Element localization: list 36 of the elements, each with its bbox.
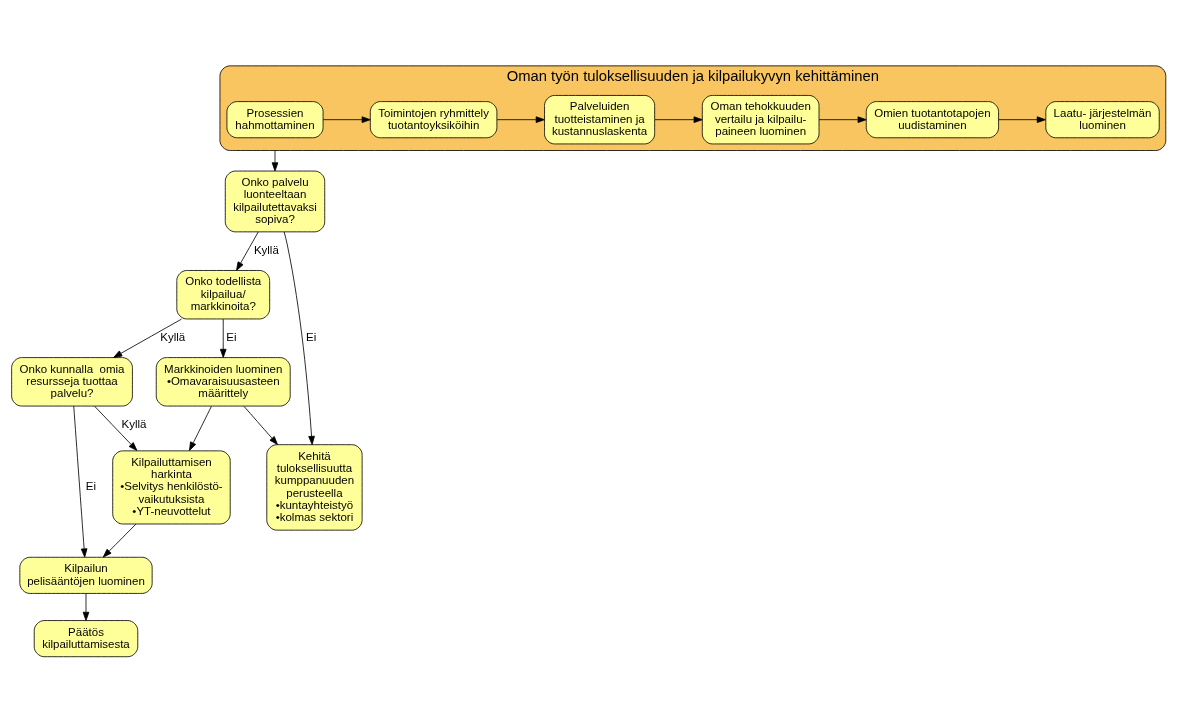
arrow [82, 593, 90, 621]
arrow [102, 523, 137, 558]
edge-label: Kyllä [160, 331, 186, 344]
edge-label: Ei [306, 331, 317, 344]
node-box: Prosessien hahmottaminen [226, 101, 324, 139]
arrow [283, 231, 315, 445]
node-box: Kehitä tuloksellisuutta kumppanuuden perusteella •kuntayhteistyö •kolmas sektori [266, 444, 363, 531]
node-box: Kilpailuttamisen harkinta •Selvitys henkilöstö- vaikutuksista •YT-neuvottelut [112, 450, 231, 525]
node-box: Omien tuotantotapojen uudistaminen [865, 101, 999, 139]
node-box: Onko kunnalla omia resursseja tuottaa palvelu? [11, 357, 133, 407]
arrow [243, 405, 278, 445]
arrow [236, 231, 259, 271]
node-box: Päätös kilpailuttamisesta [33, 620, 139, 658]
edge-label: Kyllä [253, 244, 279, 257]
arrow [189, 405, 212, 451]
arrow [73, 405, 88, 558]
node-box: Toimintojen ryhmittely tuotantoyksiköihin [369, 101, 498, 139]
node-box: Kilpailun pelisääntöjen luominen [19, 556, 153, 594]
arrow [654, 116, 703, 123]
node-box: Palveluiden tuotteistaminen ja kustannuslaskenta [544, 95, 656, 145]
node-box: Onko todellista kilpailua/ markkinoita? [176, 270, 271, 320]
arrow [219, 318, 227, 358]
edge-label: Ei [85, 480, 97, 493]
edge-label: Ei [226, 331, 237, 344]
node-box: Onko palvelu luonteeltaan kilpailutettavaksi sopiva? [224, 170, 326, 233]
node-box: Oman tehokkuuden vertailu ja kilpailu- paineen luominen [701, 95, 820, 145]
arrow [94, 405, 138, 451]
arrow [496, 116, 545, 123]
arrow [998, 116, 1046, 123]
arrow [322, 116, 371, 123]
arrow [818, 116, 867, 123]
edge-label: Kyllä [121, 418, 147, 431]
node-box: Markkinoiden luominen •Omavaraisuusasteen määrittely [155, 357, 291, 407]
arrow [271, 150, 279, 172]
node-box: Laatu- järjestelmän luominen [1045, 101, 1160, 139]
arrow [113, 318, 182, 358]
